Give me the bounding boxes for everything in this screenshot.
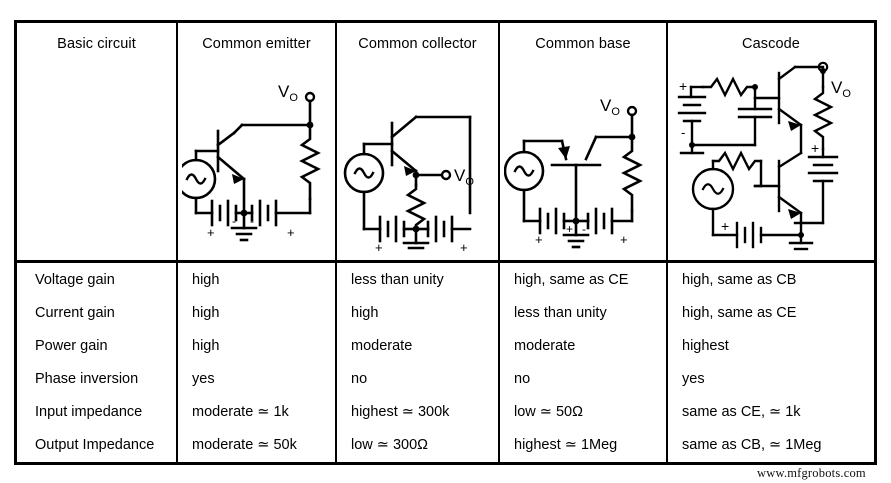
cell-common-emitter: high	[178, 329, 337, 363]
polarity-plus-right: +	[620, 232, 628, 247]
cell-common-collector: highest ≃ 300k	[337, 395, 500, 429]
row-label: Phase inversion	[17, 362, 178, 396]
cell-common-collector: high	[337, 296, 500, 330]
output-label-vo: VO	[831, 78, 851, 100]
cell-cascode: yes	[682, 371, 705, 388]
cell-common-base: highest ≃ 1Meg	[500, 428, 668, 463]
table-body: Voltage gain high less than unity high, …	[17, 263, 874, 463]
row-label: Current gain	[17, 296, 178, 330]
cell-common-base: no	[500, 362, 668, 396]
header-common-base: Common base	[535, 36, 631, 52]
common-base-circuit: + + + - VO	[500, 53, 666, 258]
row-label: Power gain	[17, 329, 178, 363]
polarity-plus-supply: +	[811, 140, 819, 156]
cell-common-base: less than unity	[500, 296, 668, 330]
table-row: Current gain high high less than unity h…	[17, 296, 874, 330]
column-cascode: Cascode	[668, 23, 874, 260]
table-row: Output Impedance moderate ≃ 50k low ≃ 30…	[17, 428, 874, 463]
cell-common-base: moderate	[500, 329, 668, 363]
cell-common-emitter: high	[178, 296, 337, 330]
polarity-minus-bias: -	[681, 125, 685, 140]
cell-common-collector: less than unity	[337, 263, 500, 297]
row-label: Output Impedance	[17, 428, 178, 463]
table-row: Voltage gain high less than unity high, …	[17, 263, 874, 297]
table-row: Input impedance moderate ≃ 1k highest ≃ …	[17, 395, 874, 429]
polarity-plus-input: +	[721, 218, 729, 234]
polarity-plus-left: +	[535, 232, 543, 247]
table-header-row: Basic circuit Common emitter	[17, 23, 874, 263]
output-label-vo: VO	[600, 96, 620, 118]
column-common-base: Common base	[500, 23, 668, 260]
output-label-vo: VO	[278, 82, 298, 104]
cell-cascode: same as CE, ≃ 1k	[682, 404, 801, 421]
header-common-collector: Common collector	[358, 36, 477, 52]
header-common-emitter: Common emitter	[202, 36, 311, 52]
cell-common-collector: no	[337, 362, 500, 396]
polarity-plus-right: +	[460, 240, 468, 253]
cell-common-collector: low ≃ 300Ω	[337, 428, 500, 463]
header-basic-circuit: Basic circuit	[57, 36, 136, 52]
cell-cascode: highest	[682, 337, 729, 354]
table-row: Power gain high moderate moderate highes…	[17, 329, 874, 363]
column-basic-circuit: Basic circuit	[17, 23, 178, 260]
table-row: Phase inversion yes no no yes	[17, 362, 874, 396]
cell-cascode: high, same as CB	[682, 271, 797, 288]
cell-common-emitter: yes	[178, 362, 337, 396]
cell-common-emitter: moderate ≃ 1k	[178, 395, 337, 429]
header-cascode: Cascode	[742, 36, 800, 52]
comparison-table: Basic circuit Common emitter	[14, 20, 877, 465]
polarity-minus-right: -	[250, 214, 254, 228]
cell-cascode: same as CB, ≃ 1Meg	[682, 437, 822, 454]
polarity-plus-center: +	[566, 222, 573, 236]
cell-common-emitter: moderate ≃ 50k	[178, 428, 337, 463]
column-common-collector: Common collector	[337, 23, 500, 260]
polarity-plus-left: +	[375, 240, 383, 253]
column-common-emitter: Common emitter	[178, 23, 337, 260]
common-emitter-circuit: + + - - VO	[178, 53, 335, 258]
cell-common-collector: moderate	[337, 329, 500, 363]
polarity-plus-right: +	[287, 225, 295, 240]
polarity-minus-center: -	[582, 222, 586, 236]
watermark: www.mfgrobots.com	[757, 466, 866, 480]
common-collector-circuit: + + VO	[337, 53, 498, 258]
polarity-plus-left: +	[207, 225, 215, 240]
row-label: Voltage gain	[17, 263, 178, 297]
row-label: Input impedance	[17, 395, 178, 429]
cell-common-emitter: high	[178, 263, 337, 297]
cell-common-base: low ≃ 50Ω	[500, 395, 668, 429]
cell-cascode: high, same as CE	[682, 304, 797, 321]
polarity-plus-bias: +	[679, 78, 687, 94]
polarity-minus-left: -	[232, 214, 236, 228]
cascode-circuit: + - + + VO	[668, 53, 874, 258]
cell-common-base: high, same as CE	[500, 263, 668, 297]
